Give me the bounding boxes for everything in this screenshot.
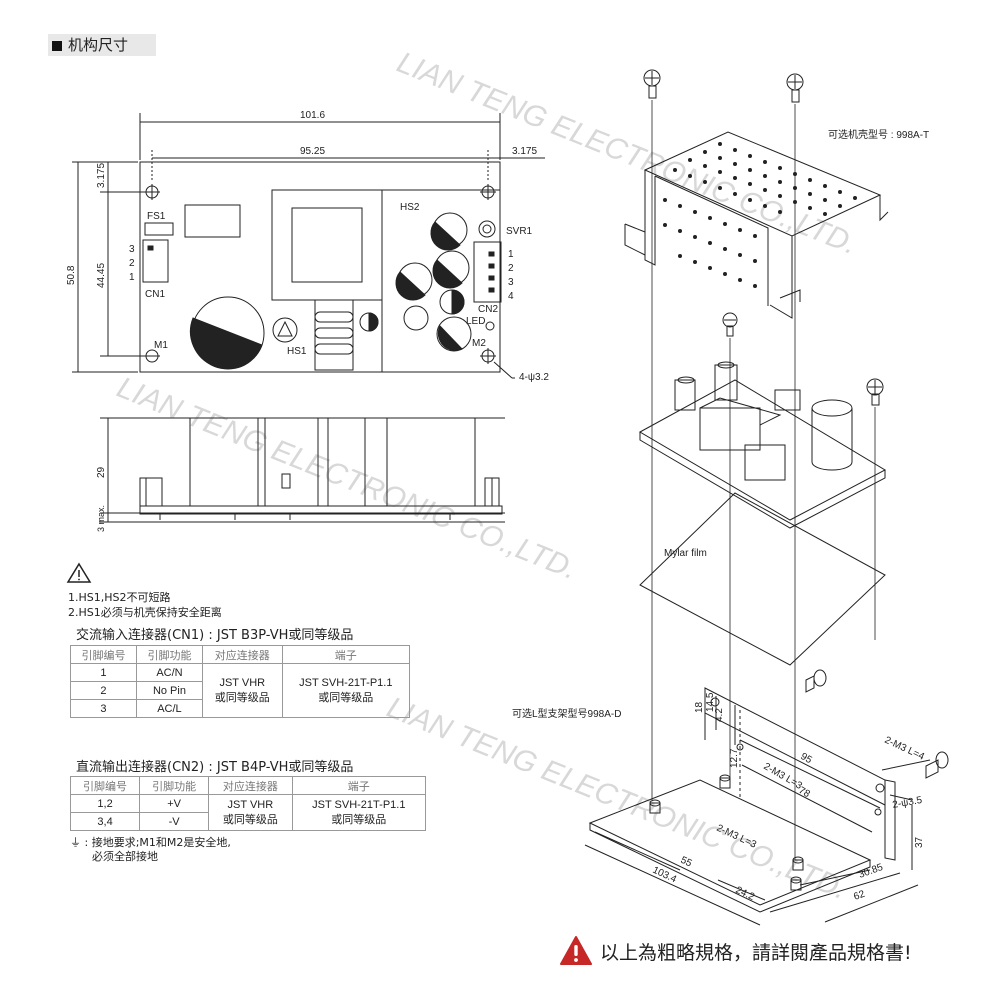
svg-text:4-ψ3.2: 4-ψ3.2 [519,372,549,383]
cn2-header-function: 引脚功能 [139,776,210,795]
svg-text:24.2: 24.2 [734,885,757,903]
cn1-header-terminal: 端子 [281,645,411,664]
transformer [271,189,383,301]
screw-icon-1 [643,69,661,99]
cn2-header-terminal: 端子 [291,776,427,795]
svg-text:37: 37 [914,836,925,848]
bracket-screw-icon-1 [805,669,827,693]
svg-text:12.7: 12.7 [729,748,740,768]
svg-text:50.8: 50.8 [66,265,77,285]
notes: 1.HS1,HS2不可短路 2.HS1必须与机壳保持安全距离 [68,590,222,620]
svg-text:3: 3 [508,277,514,288]
caution-icon [66,562,92,583]
svg-text:SVR1: SVR1 [506,226,533,237]
svg-text:30.85: 30.85 [857,862,885,881]
cn1-header-pin: 引脚编号 [70,645,137,664]
svg-text:4.2: 4.2 [714,708,725,722]
svg-text:78: 78 [797,785,813,800]
exploded-view [584,69,949,926]
svg-text:M1: M1 [154,340,168,351]
cn2-mating-cell: JST VHR 或同等级品 [208,794,293,831]
exploded-pcb [638,379,887,521]
heatsink-hs2-area [381,189,501,373]
svg-text:CN2: CN2 [478,304,498,315]
side-view-labels: 29 3 max. [96,466,107,532]
table-row: 3,4 -V [69,812,426,831]
side-view [100,417,505,523]
cn1-terminal-cell: JST SVH-21T-P1.1 或同等级品 [281,663,411,718]
svg-text:3.175: 3.175 [512,146,537,157]
svg-text:HS2: HS2 [400,202,420,213]
svg-text:LED: LED [466,316,485,327]
svg-text:CN1: CN1 [145,289,165,300]
svg-text:55: 55 [679,855,694,870]
watermark-2: LIAN TENG ELECTRONIC CO.,LTD. [112,371,581,586]
footer-text: 以上為粗略規格，請詳閱產品規格書! [600,941,912,964]
svg-text:101.6: 101.6 [300,110,325,121]
table-row: 1,2 +V JST VHR 或同等级品 JST SVH-21T-P1.1 或同… [69,794,427,831]
svg-text:44.45: 44.45 [96,263,107,288]
svg-text:95: 95 [799,751,815,766]
cn1-connector [142,239,169,283]
warning-icon [560,936,592,965]
bracket-screw-icon-2 [925,751,949,779]
footer-disclaimer: 以上為粗略規格，請詳閱產品規格書! [560,935,912,967]
cn1-header-function: 引脚功能 [135,645,203,664]
svg-text:14.5: 14.5 [705,692,716,712]
cn2-header-pin: 引脚编号 [69,776,141,795]
svg-text:2: 2 [129,258,135,269]
top-view [72,113,545,379]
cn1-header-mating: 对应连接器 [201,645,283,664]
cn2-header-mating: 对应连接器 [208,776,293,795]
svg-text:4: 4 [508,291,514,302]
watermark-1: LIAN TENG ELECTRONIC CO.,LTD. [392,46,861,261]
svg-text:可选机壳型号 : 998A-T: 可选机壳型号 : 998A-T [828,128,929,141]
side-capacitor [189,417,259,507]
screw-icon-2 [786,73,804,103]
svg-text:1: 1 [508,249,514,260]
table-row: 1 AC/N JST VHR 或同等级品 JST SVH-21T-P1.1 或同… [70,663,411,718]
svg-text:18: 18 [694,701,705,713]
svg-text:62: 62 [852,889,867,903]
ground-note: ⏚ : 接地要求;M1和M2是安全地, 必须全部接地 [70,836,231,863]
svg-text:3: 3 [129,244,135,255]
bullet-square-icon [52,41,62,51]
svg-text:Mylar film: Mylar film [664,548,707,559]
screw-icon-4 [866,378,884,406]
cn1-table: 引脚编号 引脚功能 对应连接器 端子 1 AC/N JST VHR 或同等级品 … [70,645,411,718]
svg-text:3 max.: 3 max. [96,505,106,532]
svg-text:29: 29 [96,466,107,478]
svg-text:1: 1 [129,272,135,283]
mylar-film [639,492,886,666]
heatsink-hs1 [314,299,354,371]
table-row: 3 AC/L [70,699,410,718]
cn1-mating-cell: JST VHR 或同等级品 [201,663,283,718]
cn2-terminal-cell: JST SVH-21T-P1.1 或同等级品 [291,794,427,831]
screw-icon-3 [722,312,738,337]
svg-text:3.175: 3.175 [96,163,107,188]
svr1-potentiometer [478,220,496,238]
fuse-block [184,204,241,238]
svg-text:FS1: FS1 [147,211,166,222]
cn2-table-title: 直流输出连接器(CN2) : JST B4P-VH或同等级品 [76,760,354,775]
side-heatsink [386,417,476,507]
svg-text:M2: M2 [472,338,486,349]
svg-text:2: 2 [508,263,514,274]
section-title: 机构尺寸 [48,34,156,56]
note-2: 2.HS1必须与机壳保持安全距离 [68,606,222,619]
cn2-table: 引脚编号 引脚功能 对应连接器 端子 1,2 +V JST VHR 或同等级品 … [69,776,427,831]
top-view-labels: 101.6 95.25 3.175 3.175 50.8 44.45 4-ψ3.… [66,110,549,383]
svg-text:2-M3 L=3: 2-M3 L=3 [762,761,805,792]
svg-text:95.25: 95.25 [300,146,325,157]
svg-text:可选L型支架型号998A-D: 可选L型支架型号998A-D [512,707,621,720]
cn2-connector [473,241,502,303]
watermark-3: LIAN TENG ELECTRONIC CO.,LTD. [382,691,851,906]
svg-text:2-M3 L=4: 2-M3 L=4 [883,735,927,763]
svg-text:HS1: HS1 [287,346,307,357]
led [485,321,495,331]
svg-text:2-ψ3.5: 2-ψ3.5 [892,795,924,811]
note-1: 1.HS1,HS2不可短路 [68,591,171,604]
cn1-table-title: 交流输入连接器(CN1) : JST B3P-VH或同等级品 [76,628,354,643]
